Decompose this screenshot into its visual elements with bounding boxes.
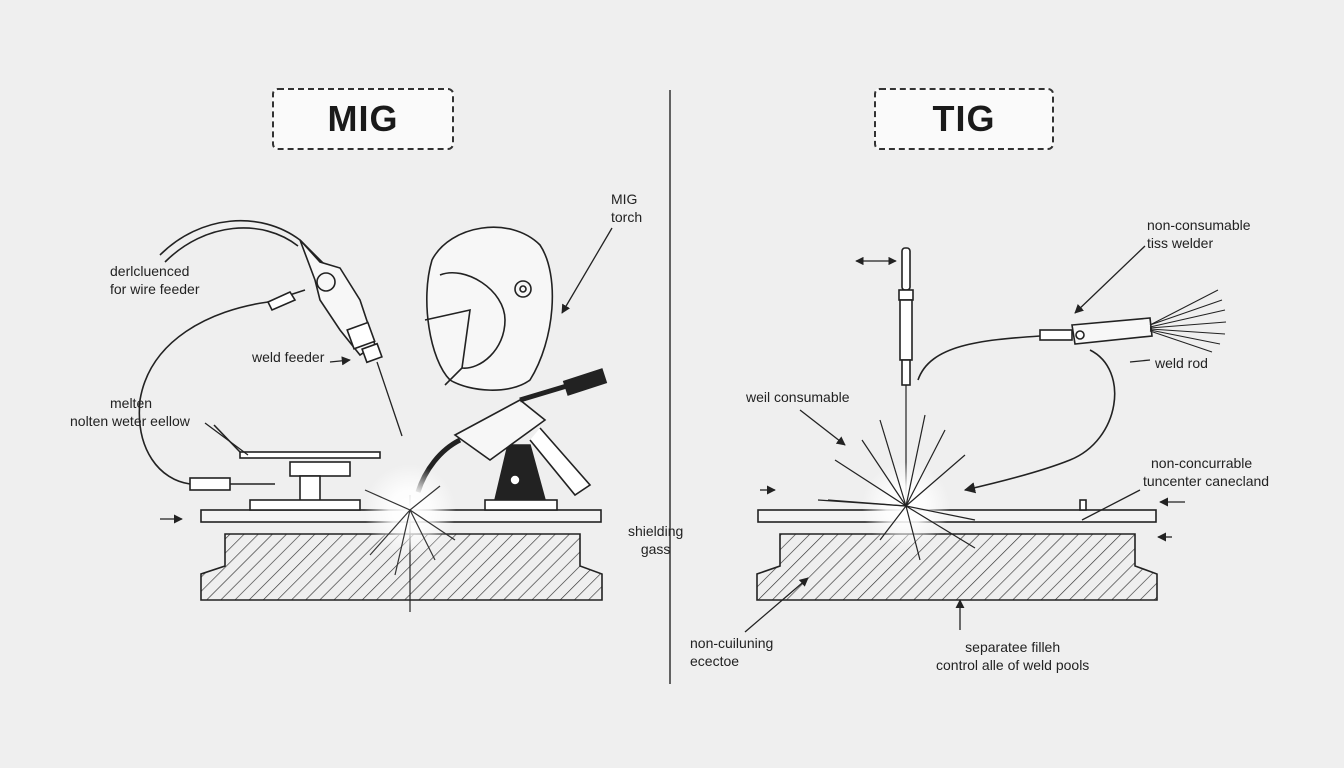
tig-label-separate-filler: separatee filleh control alle of weld po… <box>936 639 1090 673</box>
tig-torch <box>1071 317 1153 345</box>
mig-helmet <box>426 226 554 391</box>
mig-torch-stand <box>493 444 547 501</box>
tig-label-nonconsumable: non-consumable tiss welder <box>1147 217 1251 251</box>
tig-label-electrode: non-cuiluning ecectoe <box>690 635 774 669</box>
mig-illustration <box>138 220 613 612</box>
mig-title: MIG <box>327 98 399 139</box>
tig-arc-spark <box>817 414 976 561</box>
tig-filler-rod <box>901 247 911 291</box>
mig-arc-spark <box>364 464 456 576</box>
mig-workpiece-base <box>200 533 603 601</box>
mig-label-molten: melten nolten weter eellow <box>70 395 190 429</box>
tig-label-well-consumable: weil consumable <box>746 389 850 405</box>
mig-title-box: MIG <box>272 88 454 150</box>
tig-label-weld-rod: weld rod <box>1155 355 1208 371</box>
mig-hose <box>159 220 331 271</box>
mig-label-weld-feeder: weld feeder <box>252 349 325 365</box>
tig-title-box: TIG <box>874 88 1054 150</box>
mig-label-torch: MIG torch <box>611 191 643 225</box>
mig-label-deflected: derlcluenced for wire feeder <box>110 263 200 297</box>
tig-illustration <box>744 245 1227 633</box>
tig-title: TIG <box>932 98 996 139</box>
tig-workpiece-base <box>756 533 1158 601</box>
tig-label-tungsten: non-concurrable tuncenter canecland <box>1143 455 1270 489</box>
shielding-gas-label: shielding gass <box>628 523 684 557</box>
